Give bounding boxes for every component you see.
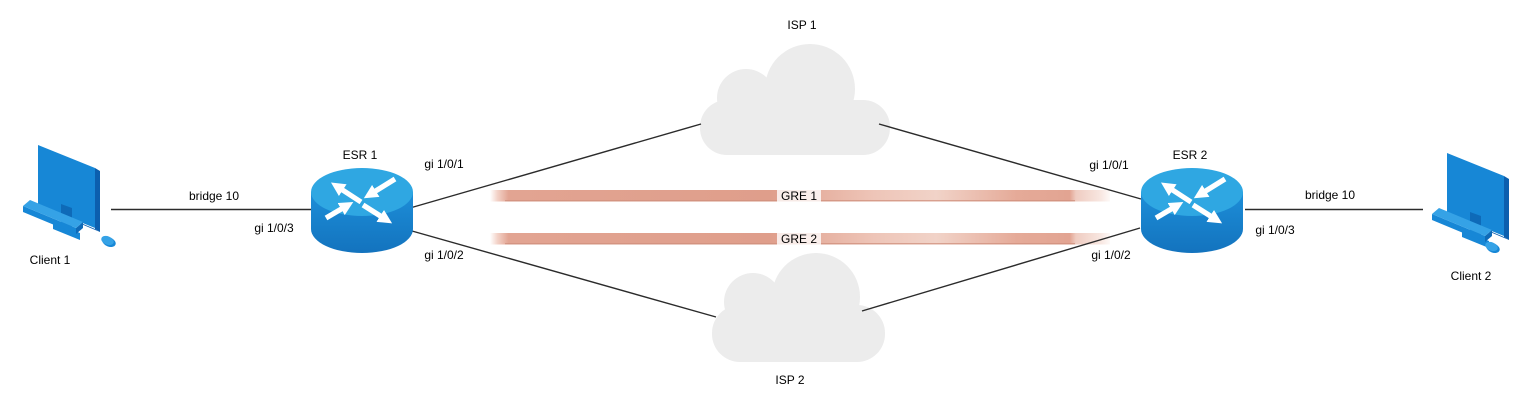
link-line-isp1-esr2: [878, 123, 1142, 200]
isp2-label: ISP 2: [775, 373, 805, 387]
esr1-gi103-label: gi 1/0/3: [254, 221, 294, 235]
esr2-gi103-label: gi 1/0/3: [1255, 223, 1295, 237]
esr2-router-icon: [1141, 168, 1243, 253]
esr1-label: ESR 1: [342, 148, 378, 162]
isp2-cloud-icon: [712, 253, 885, 362]
client1-computer-icon: [23, 145, 118, 249]
isp1-cloud-icon: [700, 44, 890, 155]
client1-label: Client 1: [29, 253, 71, 267]
client2-computer-icon: [1432, 153, 1509, 255]
esr2-label: ESR 2: [1172, 148, 1208, 162]
esr1-gi101-label: gi 1/0/1: [424, 157, 464, 171]
link-line-esr1-isp2: [411, 230, 717, 318]
esr1-router-icon: [311, 168, 413, 253]
esr2-gi102-label: gi 1/0/2: [1091, 248, 1131, 262]
esr2-gi101-label: gi 1/0/1: [1089, 158, 1129, 172]
gre2-label: GRE 2: [776, 232, 822, 246]
esr1-gi102-label: gi 1/0/2: [424, 248, 464, 262]
link-line-isp2-esr2: [861, 227, 1141, 312]
link-line-esr1-isp1: [409, 123, 702, 209]
gre1-label: GRE 1: [776, 189, 822, 203]
client1-esr1-bridge-label: bridge 10: [188, 189, 240, 203]
isp1-label: ISP 1: [787, 18, 817, 32]
esr2-client2-bridge-label: bridge 10: [1304, 188, 1356, 202]
client2-label: Client 2: [1450, 269, 1492, 283]
